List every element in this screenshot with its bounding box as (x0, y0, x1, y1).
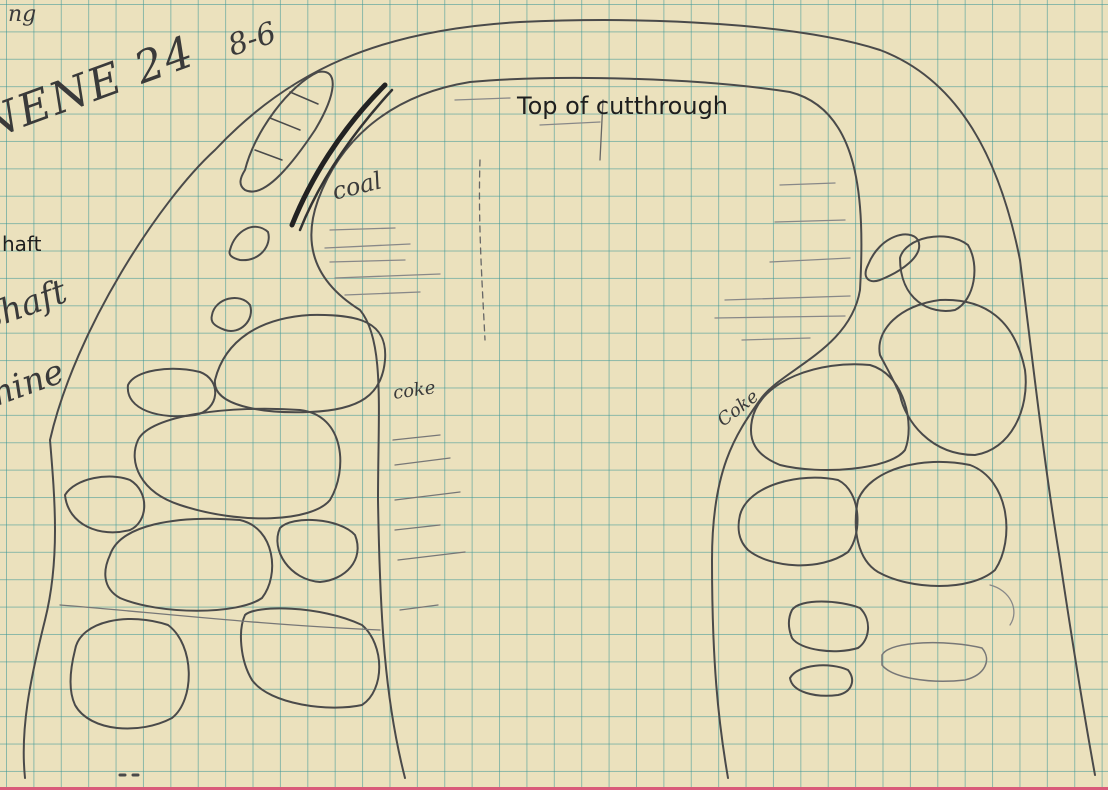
note-top-left-fragment: ng (8, 2, 36, 27)
rock-small-1 (229, 227, 268, 260)
note-shaft-1: haft (2, 232, 41, 256)
rock-right-1 (866, 234, 920, 281)
left-wall-outline (24, 440, 55, 778)
rock-left-6 (105, 519, 272, 611)
rock-right-8 (790, 665, 852, 695)
rock-right-7 (789, 602, 868, 652)
rock-right-6 (856, 462, 1007, 586)
rock-left-2 (128, 369, 215, 416)
roof-hatching (325, 98, 850, 340)
rock-left-3 (135, 409, 341, 519)
rock-left-5 (277, 520, 357, 582)
rock-left-8 (70, 619, 188, 729)
outer-arch-outline (50, 20, 1095, 775)
rock-right-5 (739, 478, 858, 566)
rock-right-3 (879, 300, 1025, 455)
rock-small-2 (212, 298, 251, 331)
inner-opening-outline (311, 78, 861, 778)
rock-left-4 (65, 476, 144, 532)
rock-left-7 (241, 608, 379, 707)
sketch-title: Top of cutthrough (517, 92, 728, 120)
rib-hatching (393, 435, 465, 610)
rock-right-4 (751, 364, 909, 470)
rock-right-9 (882, 643, 987, 682)
